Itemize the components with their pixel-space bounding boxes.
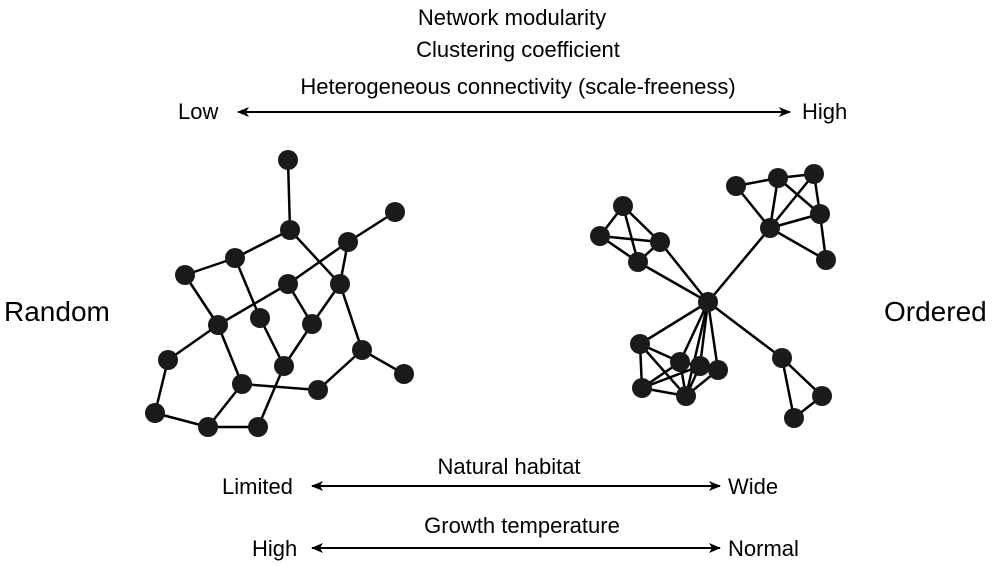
network-node [232,374,252,394]
network-node [812,386,832,406]
temperature-axis-title: Growth temperature [424,513,620,538]
network-node [394,364,414,384]
network-node [385,202,405,222]
habitat-axis-title: Natural habitat [437,454,581,479]
network-node [302,314,322,334]
network-node [670,352,690,372]
temperature-axis-right-label: Normal [728,536,799,561]
network-node [690,356,710,376]
network-node [676,386,696,406]
top-axis-high-label: High [802,99,848,124]
ordered-label: Ordered [884,296,987,327]
label-clustering-coefficient: Clustering coefficient [416,37,620,62]
network-node [208,315,228,335]
ordered-network [590,164,836,428]
network-node [158,350,178,370]
network-node [330,274,350,294]
network-node [726,176,746,196]
network-node [772,348,792,368]
network-node [628,252,648,272]
network-node [278,150,298,170]
network-node [632,378,652,398]
temperature-axis-left-label: High [252,536,298,561]
habitat-axis-left-label: Limited [222,474,293,499]
network-node [768,168,788,188]
network-node [225,248,245,268]
top-axis-low-label: Low [178,99,219,124]
network-node [804,164,824,184]
random-label: Random [4,296,110,327]
network-node [630,334,650,354]
ordered-network-nodes [590,164,836,428]
network-node [308,380,328,400]
habitat-axis-right-label: Wide [728,474,779,499]
network-node [278,274,298,294]
network-node [760,218,780,238]
network-node [145,403,165,423]
network-node [816,250,836,270]
network-node [590,226,610,246]
network-node [338,232,358,252]
network-node [250,308,270,328]
network-node [248,417,268,437]
network-node [708,360,728,380]
network-node [280,220,300,240]
network-node [352,340,372,360]
label-scale-freeness: Heterogeneous connectivity (scale-freene… [300,74,736,99]
network-hub-node [698,292,718,312]
network-node [613,196,633,216]
network-node [198,417,218,437]
random-network-nodes [145,150,414,437]
network-node [175,265,195,285]
random-network-edges [153,159,405,429]
network-node [784,408,804,428]
network-node [274,356,294,376]
random-network [145,150,414,437]
network-node [810,204,830,224]
network-node [650,232,670,252]
label-network-modularity: Network modularity [417,5,607,30]
